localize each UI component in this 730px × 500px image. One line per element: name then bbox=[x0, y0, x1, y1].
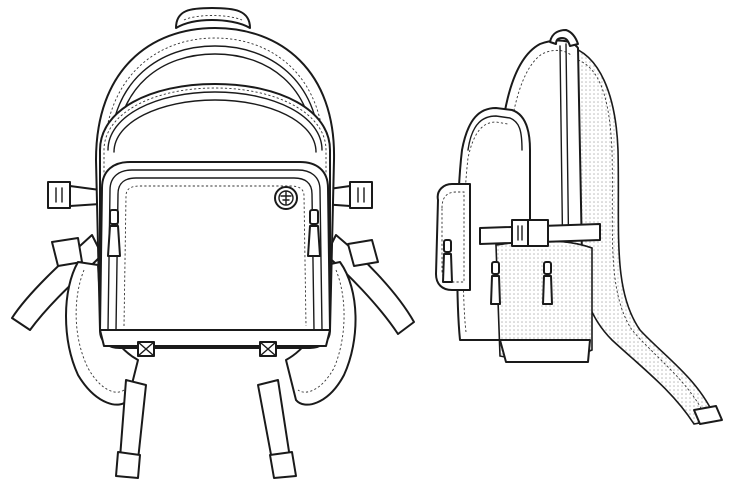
zipper-pull-icon bbox=[107, 209, 121, 257]
logo-badge-icon bbox=[274, 186, 298, 210]
front-pocket-zipper bbox=[115, 177, 315, 331]
main-zipper bbox=[109, 45, 321, 151]
shoulder-strap-left bbox=[11, 234, 147, 479]
strap-end-tab bbox=[693, 405, 723, 425]
side-bottom-panel bbox=[499, 339, 591, 363]
strap-anchor-left bbox=[137, 341, 155, 357]
zipper-pull-icon bbox=[442, 239, 453, 283]
strap-anchor-right bbox=[259, 341, 277, 357]
side-buckle-left bbox=[47, 181, 101, 209]
top-handle bbox=[175, 7, 251, 29]
compression-buckle bbox=[479, 219, 601, 247]
back-padding-mesh bbox=[566, 44, 718, 425]
front-pocket bbox=[99, 161, 331, 331]
zipper-pull-icon bbox=[542, 261, 553, 305]
side-top-handle bbox=[549, 29, 579, 47]
strap-buckle-right bbox=[347, 239, 379, 267]
bottom-panel bbox=[99, 329, 331, 347]
zipper-pull-icon bbox=[490, 261, 501, 305]
side-view bbox=[435, 29, 723, 425]
zipper-pull-icon bbox=[307, 209, 321, 257]
front-view bbox=[11, 7, 415, 479]
side-front-pocket bbox=[435, 183, 471, 291]
